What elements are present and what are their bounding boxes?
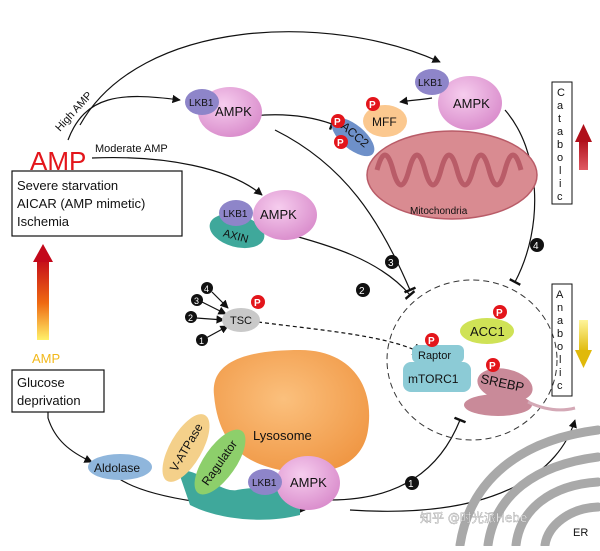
lysosome-label: Lysosome (253, 428, 312, 443)
lkb1-label: LKB1 (223, 209, 248, 220)
condition-ischemia: Ischemia (17, 214, 70, 229)
aldolase: Aldolase (88, 454, 152, 480)
mitochondria: Mitochondria (366, 130, 538, 220)
ampk-axin-complex: AXIN LKB1 AMPK (209, 190, 317, 249)
svg-text:1: 1 (199, 336, 204, 346)
mff-protein: MFF P (363, 97, 407, 137)
svg-text:a: a (557, 100, 564, 112)
amp-small-label: AMP (32, 351, 60, 366)
mtorc1-complex: Raptor mTORC1 P (403, 333, 471, 392)
lkb1-label: LKB1 (252, 478, 277, 489)
svg-text:b: b (557, 139, 563, 151)
lysosome: Lysosome (213, 350, 370, 473)
svg-text:c: c (557, 380, 563, 392)
conditions-box (11, 170, 183, 237)
catabolic-box: C a t a b o l i c (551, 81, 573, 205)
srebp-er-tether (527, 400, 576, 412)
svg-text:c: c (557, 191, 563, 203)
svg-text:3: 3 (388, 258, 394, 269)
anabolic-region (386, 279, 558, 441)
svg-text:n: n (557, 302, 563, 314)
mtorc1-label: mTORC1 (408, 372, 459, 386)
svg-text:o: o (557, 341, 563, 353)
ampk-lysosome-complex: LKB1 AMPK (248, 456, 340, 510)
svg-text:1: 1 (408, 479, 414, 490)
svg-text:o: o (557, 152, 563, 164)
amp-gradient-arrow (33, 244, 53, 340)
svg-text:t: t (558, 113, 561, 125)
glucose-label: Glucose (17, 375, 65, 390)
tsc-label: TSC (230, 315, 252, 327)
p-marker: P (428, 336, 435, 347)
svg-text:A: A (556, 289, 564, 301)
anabolic-box: A n a b o l i c (551, 283, 573, 397)
mff-label: MFF (372, 115, 397, 129)
tsc-input-arrows (195, 291, 229, 339)
raptor-label: Raptor (418, 350, 451, 362)
svg-text:2: 2 (188, 313, 193, 323)
acc1-protein: ACC1 P (460, 305, 514, 344)
condition-aicar: AICAR (AMP mimetic) (17, 196, 145, 211)
ampk-complex-upper-left: LKB1 AMPK (185, 87, 262, 137)
p-marker: P (254, 298, 261, 309)
tsc-protein: TSC P (222, 295, 265, 332)
ampk-label: AMPK (215, 104, 252, 119)
moderate-amp-label: Moderate AMP (95, 143, 168, 155)
svg-text:b: b (557, 328, 563, 340)
svg-text:l: l (559, 165, 561, 177)
deprivation-label: deprivation (17, 393, 81, 408)
p-marker: P (334, 117, 341, 128)
svg-text:2: 2 (359, 286, 365, 297)
svg-text:3: 3 (194, 296, 199, 306)
er-label: ER (573, 527, 588, 539)
svg-text:i: i (559, 178, 561, 190)
p-marker: P (489, 361, 496, 372)
anabolic-arrow (575, 320, 592, 368)
lkb1-label: LKB1 (418, 78, 443, 89)
ampk-label: AMPK (260, 207, 297, 222)
glucose-deprivation-box (11, 369, 105, 413)
lkb1-label: LKB1 (189, 98, 214, 109)
catabolic-arrow (575, 124, 592, 170)
svg-text:4: 4 (533, 241, 539, 252)
p-marker: P (337, 138, 344, 149)
svg-text:a: a (557, 315, 564, 327)
tsc-input-numbers: 4 3 2 1 (185, 282, 213, 346)
condition-severe-starvation: Severe starvation (17, 178, 118, 193)
watermark: 知乎 @时光派Hebe (420, 511, 527, 525)
svg-text:C: C (557, 87, 565, 99)
ampk-label: AMPK (290, 475, 327, 490)
svg-text:4: 4 (204, 284, 209, 294)
p-marker: P (369, 100, 376, 111)
svg-text:i: i (559, 367, 561, 379)
path-numbers: 3 2 4 1 (356, 238, 544, 490)
ampk-complex-top-right: LKB1 AMPK (415, 69, 502, 130)
mitochondria-label: Mitochondria (410, 206, 468, 217)
p-marker: P (496, 308, 503, 319)
svg-text:l: l (559, 354, 561, 366)
aldolase-label: Aldolase (94, 461, 140, 475)
ampk-label: AMPK (453, 96, 490, 111)
acc1-label: ACC1 (470, 324, 505, 339)
svg-text:a: a (557, 126, 564, 138)
srebp-protein: SREBP P (464, 358, 533, 416)
er-membrane (455, 425, 600, 550)
